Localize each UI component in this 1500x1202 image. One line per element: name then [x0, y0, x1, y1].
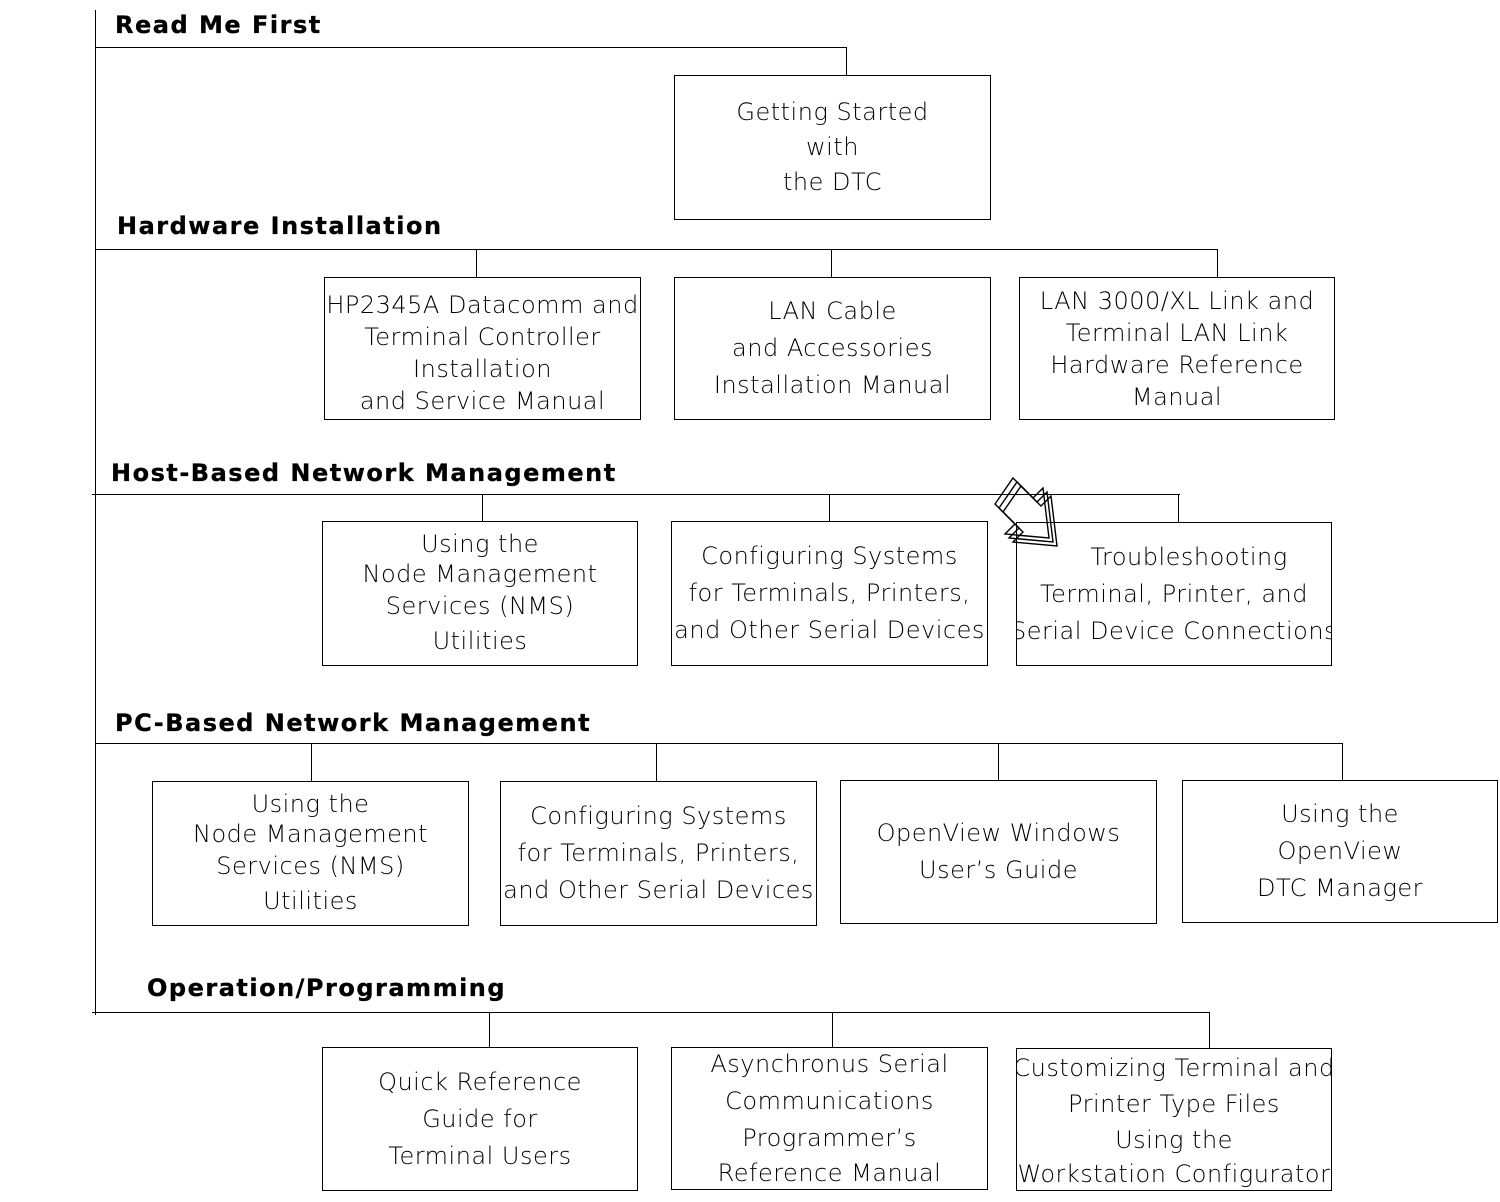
connector: [998, 743, 999, 780]
doc-title-line: Manual: [1131, 382, 1223, 411]
section-rule-read-me-first: [95, 47, 847, 48]
doc-title-line: HP2345A Datacomm and: [326, 291, 639, 319]
doc-title-line: and Service Manual: [359, 387, 606, 415]
doc-box-openview-windows-guide[interactable]: OpenView Windows User’s Guide: [840, 780, 1157, 924]
doc-title-line: Workstation Configurator: [1017, 1159, 1331, 1188]
doc-title-line: Programmer’s: [742, 1124, 917, 1152]
doc-title-line: OpenView: [1277, 837, 1403, 865]
doc-title-line: with: [806, 133, 859, 161]
doc-title-line: Utilities: [432, 626, 528, 655]
connector: [1209, 1012, 1210, 1048]
section-rule-hardware-installation: [95, 249, 1218, 250]
connector: [476, 249, 477, 277]
doc-title-line: and Other Serial Devices: [503, 876, 814, 904]
connector: [832, 1012, 833, 1047]
main-spine-line: [95, 10, 96, 1015]
doc-title-line: LAN 3000/XL Link and: [1039, 286, 1315, 315]
connector: [311, 743, 312, 781]
section-title-operation-programming: Operation/Programming: [147, 974, 507, 1002]
doc-title-line: Serial Device Connections: [1016, 616, 1332, 645]
doc-box-openview-dtc-manager[interactable]: Using the OpenView DTC Manager: [1182, 780, 1498, 923]
doc-box-lan-cable-installation[interactable]: LAN Cable and Accessories Installation M…: [674, 277, 991, 420]
section-rule-pc-based-nm: [95, 743, 1343, 744]
doc-title-line: Terminal, Printer, and: [1040, 579, 1308, 608]
doc-box-pc-configuring-systems[interactable]: Configuring Systems for Terminals, Print…: [500, 781, 817, 926]
doc-title-line: Configuring Systems: [701, 542, 958, 570]
doc-title-line: Terminal Controller: [364, 323, 601, 351]
doc-title-line: the DTC: [782, 168, 882, 196]
doc-title-line: Installation: [413, 355, 552, 383]
doc-box-quick-reference-guide[interactable]: Quick Reference Guide for Terminal Users: [322, 1047, 638, 1191]
doc-title-line: Hardware Reference: [1050, 350, 1304, 379]
doc-title-line: for Terminals, Printers,: [688, 579, 971, 607]
doc-title-line: Using the: [1281, 800, 1399, 828]
doc-title-line: Guide for: [422, 1104, 538, 1133]
doc-title-line: Services (NMS): [216, 851, 405, 880]
connector: [482, 494, 483, 521]
doc-box-lan-link-hardware-reference[interactable]: LAN 3000/XL Link and Terminal LAN Link H…: [1019, 277, 1335, 420]
doc-title-line: Getting Started: [736, 98, 929, 126]
section-title-host-based-nm: Host-Based Network Management: [111, 459, 617, 487]
doc-box-customizing-type-files[interactable]: Customizing Terminal and Printer Type Fi…: [1016, 1048, 1332, 1191]
connector: [1178, 494, 1179, 522]
doc-title-line: Services (NMS): [385, 591, 575, 620]
section-rule-operation-programming: [92, 1012, 1210, 1013]
section-title-read-me-first: Read Me First: [115, 11, 322, 39]
doc-title-line: Using the: [1115, 1125, 1233, 1154]
doc-title-line: Configuring Systems: [530, 802, 787, 830]
doc-title-line: Terminal Users: [388, 1141, 572, 1170]
doc-title-line: Troubleshooting: [1090, 542, 1288, 571]
doc-title-line: and Accessories: [732, 334, 933, 362]
doc-box-troubleshooting-connections[interactable]: Troubleshooting Terminal, Printer, and S…: [1016, 522, 1332, 666]
doc-box-pc-nms-utilities[interactable]: Using the Node Management Services (NMS)…: [152, 781, 469, 926]
hollow-arrow-icon: [994, 476, 1058, 547]
doc-title-line: OpenView Windows: [876, 819, 1121, 847]
connector: [829, 494, 830, 521]
doc-title-line: Using the: [421, 529, 539, 558]
doc-title-line: Customizing Terminal and: [1016, 1053, 1332, 1082]
doc-box-host-nms-utilities[interactable]: Using the Node Management Services (NMS)…: [322, 521, 638, 666]
doc-title-line: Communications: [725, 1087, 934, 1115]
doc-title-line: Asynchronus Serial: [710, 1050, 949, 1078]
doc-title-line: and Other Serial Devices: [674, 616, 985, 644]
doc-title-line: Node Management: [362, 559, 598, 588]
doc-title-line: Installation Manual: [713, 371, 952, 399]
doc-title-line: DTC Manager: [1257, 874, 1423, 902]
section-title-pc-based-nm: PC-Based Network Management: [115, 709, 592, 737]
doc-title-line: User’s Guide: [919, 856, 1078, 884]
doc-title-line: Printer Type Files: [1068, 1089, 1280, 1118]
connector: [846, 47, 847, 75]
doc-title-line: Using the: [251, 789, 370, 818]
connector: [656, 743, 657, 781]
connector: [1342, 743, 1343, 780]
doc-title-line: LAN Cable: [768, 297, 897, 325]
doc-box-getting-started[interactable]: Getting Started with the DTC: [674, 75, 991, 220]
section-title-hardware-installation: Hardware Installation: [117, 212, 443, 240]
doc-title-line: Node Management: [192, 819, 429, 848]
doc-title-line: for Terminals, Printers,: [517, 839, 800, 867]
doc-box-host-configuring-systems[interactable]: Configuring Systems for Terminals, Print…: [671, 521, 988, 666]
connector: [831, 249, 832, 277]
connector: [489, 1012, 490, 1047]
doc-title-line: Terminal LAN Link: [1065, 318, 1289, 347]
doc-title-line: Utilities: [263, 886, 358, 915]
doc-box-hp2345a-installation[interactable]: HP2345A Datacomm and Terminal Controller…: [324, 277, 641, 420]
section-rule-host-based-nm: [92, 494, 1180, 495]
doc-box-async-serial-reference[interactable]: Asynchronus Serial Communications Progra…: [671, 1047, 988, 1190]
doc-title-line: Reference Manual: [717, 1159, 942, 1187]
doc-title-line: Quick Reference: [378, 1067, 582, 1096]
connector: [1217, 249, 1218, 277]
